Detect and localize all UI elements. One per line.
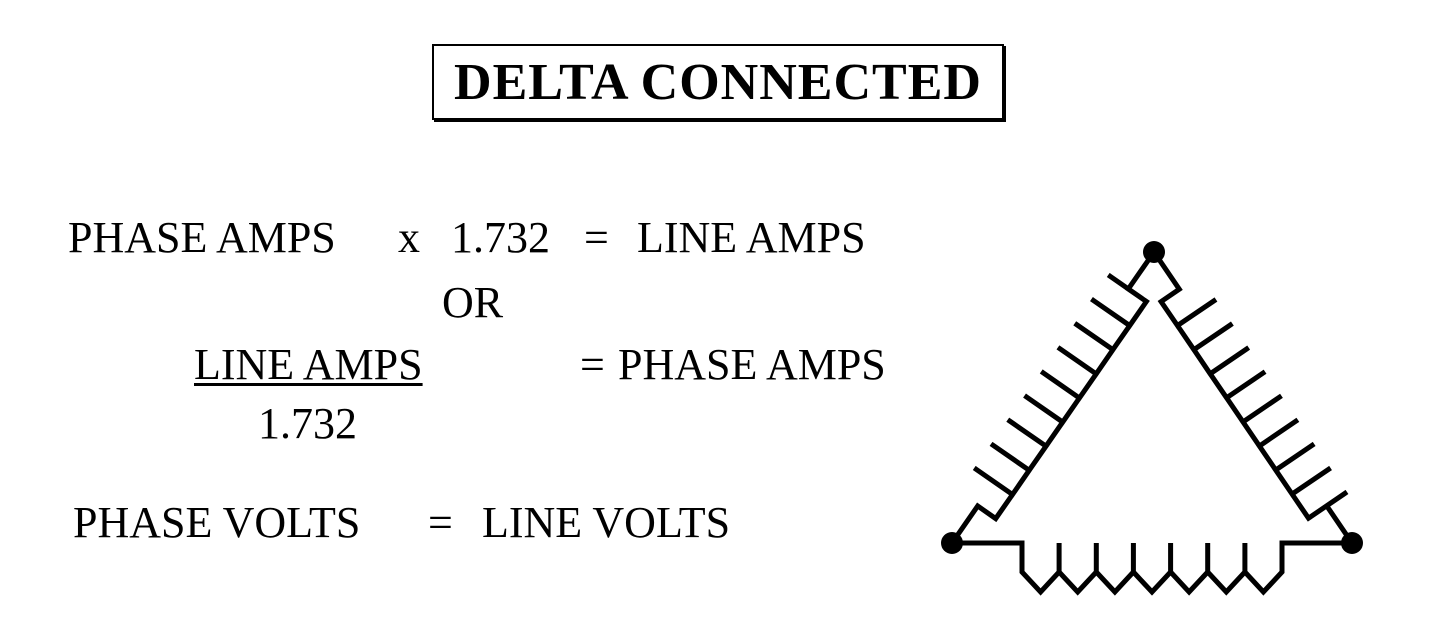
eq1-operator: x [398, 213, 420, 262]
eq3-equals: = [428, 498, 453, 547]
top-terminal-node [1143, 241, 1165, 263]
delta-winding-diagram [941, 241, 1363, 596]
or-text: OR [442, 278, 504, 327]
eq2-denominator: 1.732 [258, 399, 357, 448]
eq1-left: PHASE AMPS [68, 213, 336, 262]
eq2-right: PHASE AMPS [618, 340, 886, 389]
eq3-left: PHASE VOLTS [73, 498, 361, 547]
eq1-equals: = [584, 213, 609, 262]
page-title: DELTA CONNECTED [454, 53, 982, 111]
right-terminal-node [1341, 532, 1363, 554]
eq1-right: LINE AMPS [637, 213, 866, 262]
eq2-numerator: LINE AMPS [194, 340, 423, 389]
eq2-equals: = [580, 340, 605, 389]
left-terminal-node [941, 532, 963, 554]
left-coil [948, 248, 1158, 547]
eq1-factor: 1.732 [451, 213, 550, 262]
bottom-coil [949, 540, 1355, 596]
eq3-right: LINE VOLTS [482, 498, 731, 547]
right-coil [1150, 248, 1356, 547]
title-box: DELTA CONNECTED [432, 44, 1004, 120]
